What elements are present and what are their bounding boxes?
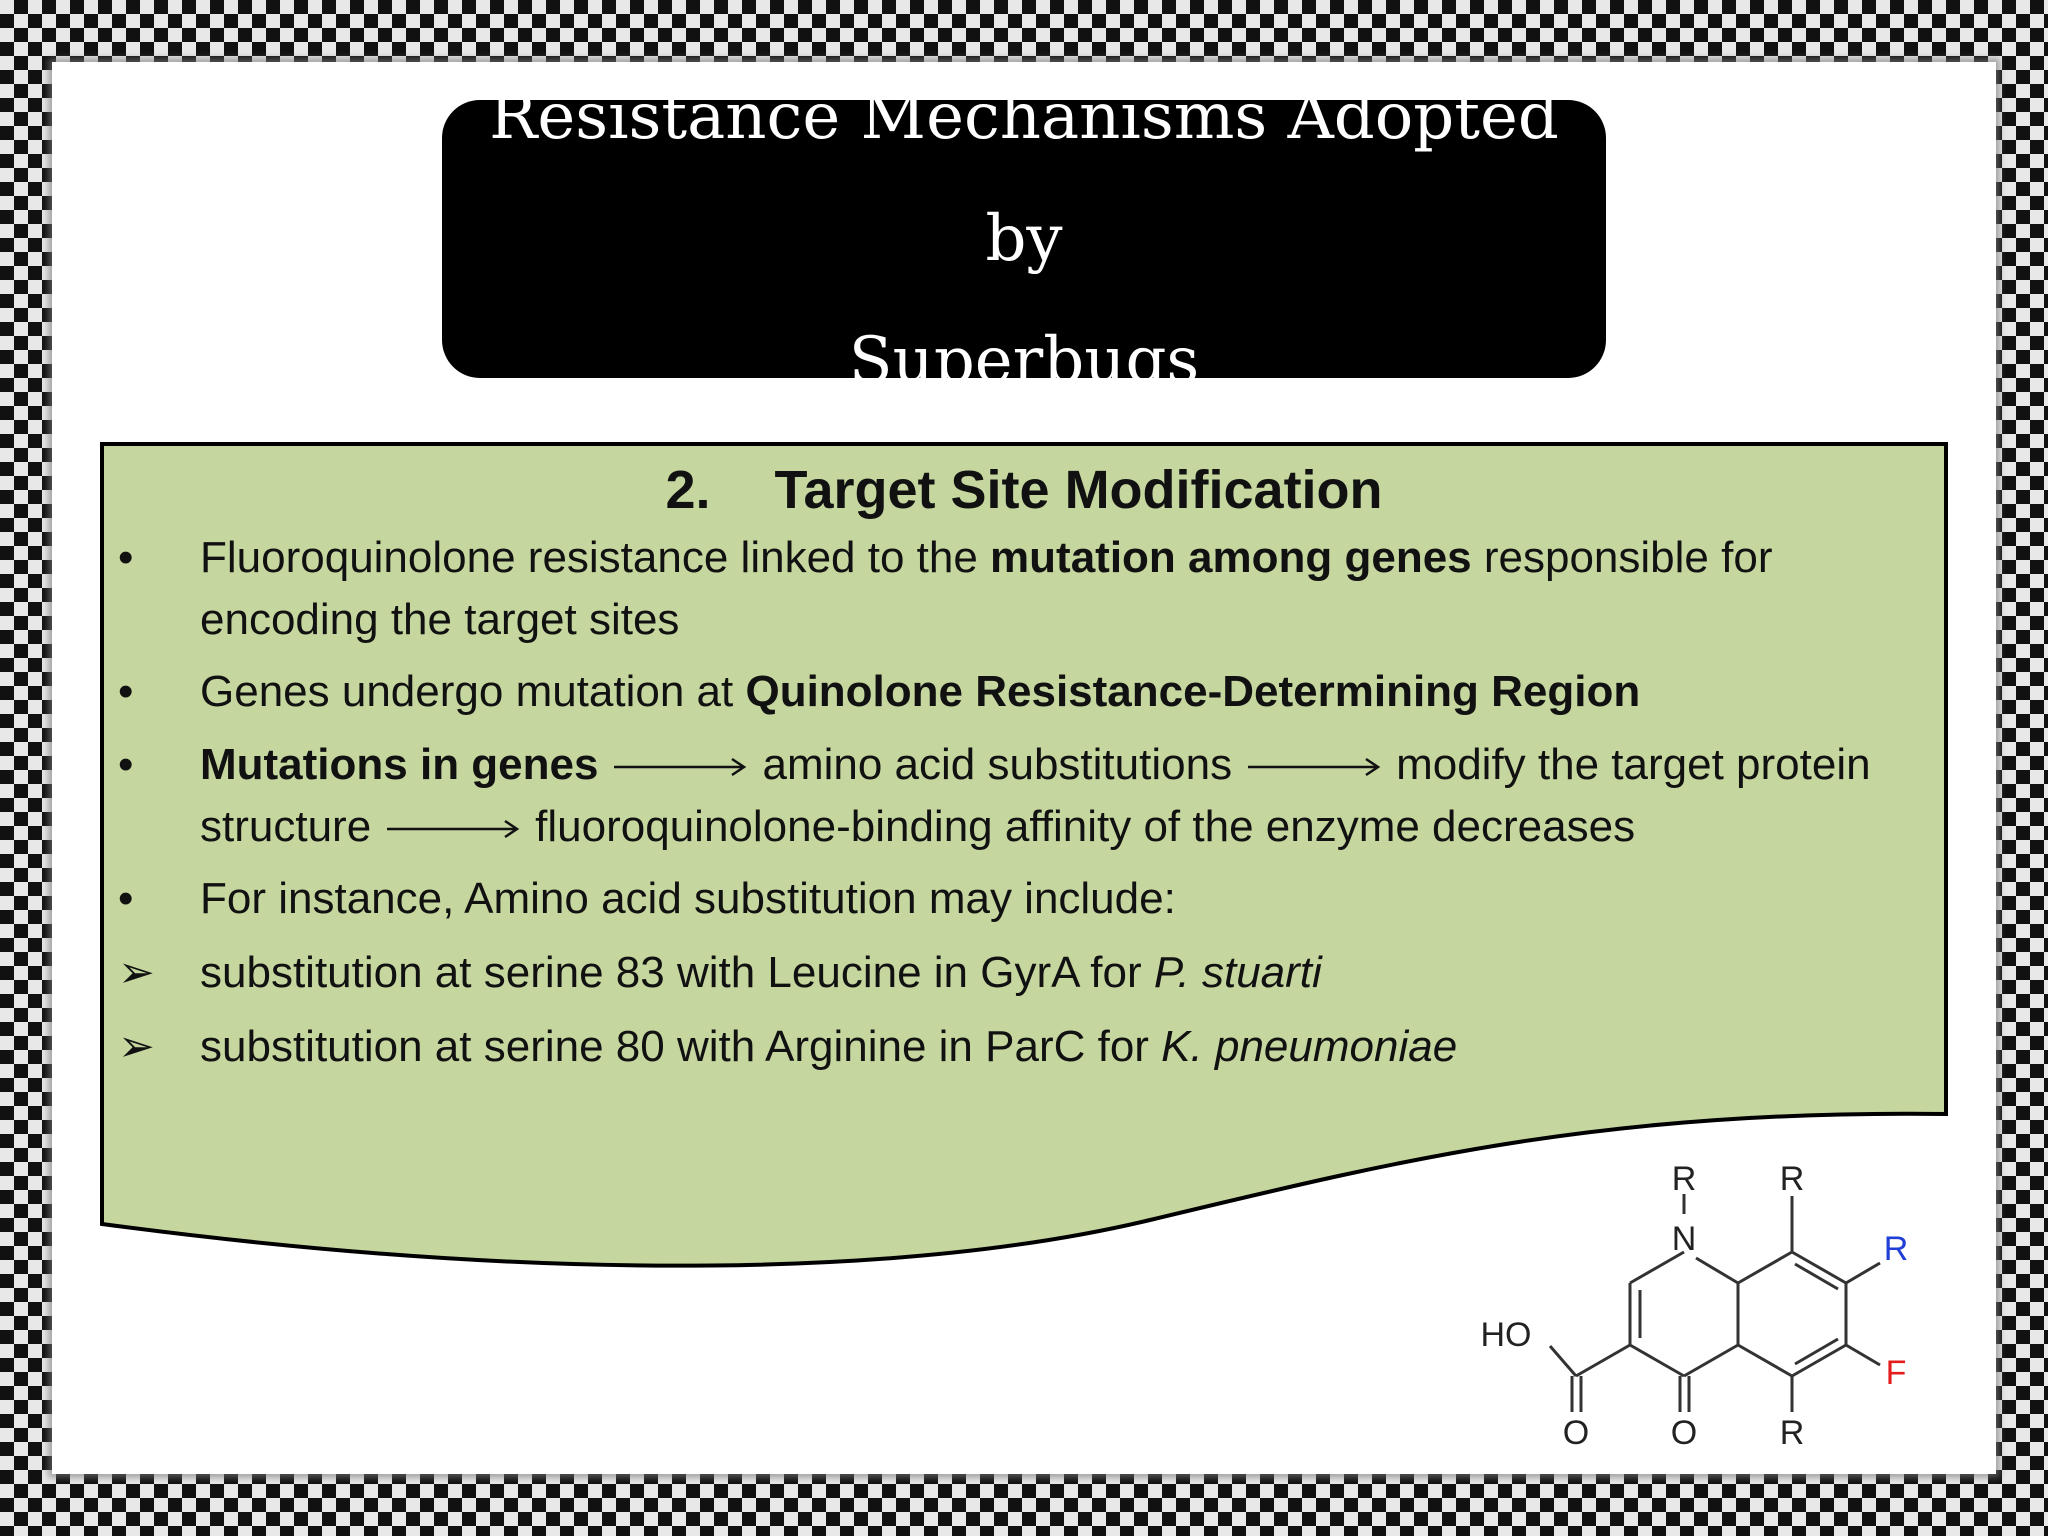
title-line-2: Superbugs — [848, 324, 1200, 398]
sub-item: ➢ substitution at serine 80 with Arginin… — [104, 1016, 1944, 1078]
sub-item: ➢ substitution at serine 83 with Leucine… — [104, 942, 1944, 1004]
bullet-marker: • — [118, 874, 134, 923]
bullet-3-text-c: fluoroquinolone-binding affinity of the … — [535, 802, 1636, 851]
content-body: 2. Target Site Modification • Fluoroquino… — [104, 445, 1944, 1078]
structure-label-f: F — [1886, 1354, 1907, 1392]
sub-item-1-species: P. stuarti — [1153, 948, 1322, 997]
bullet-marker: • — [118, 740, 134, 789]
bullet-1-text-b: responsible for encoding the target site… — [200, 533, 1773, 644]
bullet-3-text-b: modify the target protein structure — [200, 740, 1871, 851]
sub-item-1-text: substitution at serine 83 with Leucine i… — [200, 948, 1154, 997]
fluoroquinolone-structure: R N R R F R HO O O — [1481, 1160, 1909, 1452]
structure-bonds — [1548, 1194, 1881, 1412]
structure-label-r-n: R — [1672, 1160, 1697, 1198]
structure-label-r-blue: R — [1884, 1230, 1909, 1268]
arrow-icon — [1248, 758, 1381, 777]
title-box: Resistance Mechanisms Adopted by Superbu… — [442, 80, 1606, 398]
bullet-marker: • — [118, 667, 134, 716]
section-title: Target Site Modification — [774, 460, 1383, 520]
structure-label-o-left: O — [1563, 1414, 1589, 1452]
structure-label-ho: HO — [1481, 1316, 1532, 1354]
arrowhead-bullet-icon: ➢ — [118, 1022, 155, 1071]
section-heading: 2. Target Site Modification — [104, 459, 1944, 521]
bullet-2-text: Genes undergo mutation at — [200, 667, 746, 716]
structure-label-n: N — [1672, 1220, 1697, 1258]
bullet-item: • Fluoroquinolone resistance linked to t… — [104, 527, 1944, 651]
section-number: 2. — [665, 460, 711, 520]
arrowhead-bullet-icon: ➢ — [118, 948, 155, 997]
bullet-1-bold: mutation among genes — [990, 533, 1472, 582]
sub-item-2-species: K. pneumoniae — [1161, 1022, 1458, 1071]
title-line-1: Resistance Mechanisms Adopted by — [489, 80, 1559, 276]
bullet-item: • Genes undergo mutation at Quinolone Re… — [104, 661, 1944, 723]
bullet-4-text: For instance, Amino acid substitution ma… — [200, 874, 1176, 923]
bullet-marker: • — [118, 533, 134, 582]
arrow-icon — [614, 758, 747, 777]
bullet-item: • Mutations in genes amino acid substitut… — [104, 734, 1944, 858]
sub-item-2-text: substitution at serine 80 with Arginine … — [200, 1022, 1162, 1071]
bullet-1-text-a: Fluoroquinolone resistance linked to the — [200, 533, 991, 582]
structure-label-r-top: R — [1780, 1160, 1805, 1198]
bullet-item: • For instance, Amino acid substitution … — [104, 868, 1944, 930]
structure-label-o-mid: O — [1671, 1414, 1697, 1452]
structure-label-r-bottom: R — [1780, 1414, 1805, 1452]
bullet-3-bold: Mutations in genes — [200, 740, 599, 789]
bullet-2-bold: Quinolone Resistance-Determining Region — [745, 667, 1641, 716]
content-panel-shape — [100, 442, 1948, 1268]
arrow-icon — [387, 820, 520, 839]
bullet-3-text-a: amino acid substitutions — [762, 740, 1233, 789]
